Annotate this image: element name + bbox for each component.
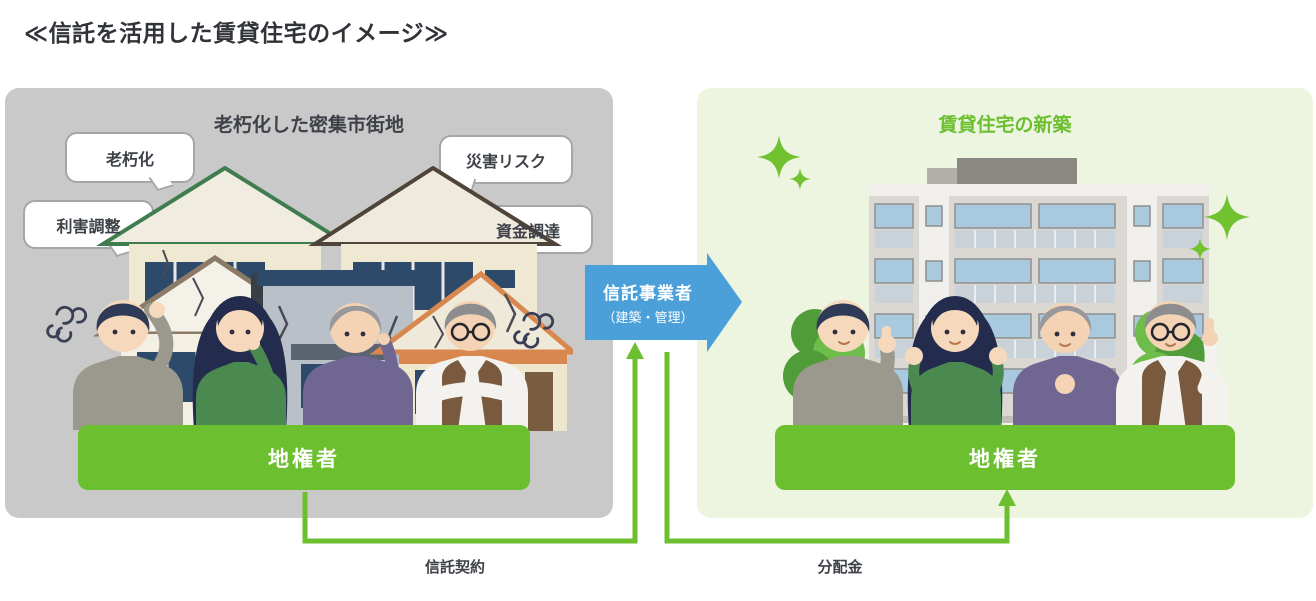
distribution-label: 分配金: [817, 559, 863, 576]
happy-landowners-illustration: [793, 296, 1227, 430]
old-district-panel: 老朽化した密集市街地: [5, 88, 613, 518]
sparkle-icon: [1189, 238, 1211, 260]
landowner-label: 地権者: [969, 447, 1041, 471]
worried-landowners-illustration: [73, 296, 528, 430]
sparkle-icon: [1204, 194, 1250, 240]
trust-operator-arrow: [585, 253, 742, 352]
issue-bubble-aging: 老朽化: [65, 132, 195, 192]
landowner-bar-left: 地権者: [78, 425, 530, 490]
landowner-label: 地権者: [268, 447, 340, 471]
sparkle-icon: [757, 135, 801, 179]
new-housing-heading: 賃貸住宅の新築: [938, 115, 1072, 136]
trust-contract-label: 信託契約: [424, 559, 485, 576]
trust-operator-name: 信託事業者: [603, 284, 693, 303]
old-district-heading: 老朽化した密集市街地: [213, 115, 404, 136]
sparkle-icon: [789, 168, 811, 190]
landowner-bar-right: 地権者: [775, 425, 1235, 490]
issue-bubble-disaster-risk: 災害リスク: [439, 135, 573, 196]
stress-scribble-icon: [46, 305, 88, 343]
issue-bubble-label: 老朽化: [105, 151, 154, 169]
issue-bubble-label: 利害調整: [56, 218, 121, 236]
new-housing-panel: 賃貸住宅の新築: [697, 88, 1313, 518]
page-title: ≪信託を活用した賃貸住宅のイメージ≫: [24, 20, 449, 46]
issue-bubble-label: 災害リスク: [465, 153, 546, 171]
issue-bubble-label: 資金調達: [495, 223, 560, 241]
stress-scribble-icon: [513, 311, 555, 349]
trust-operator-label: 信託事業者 （建築・管理）: [585, 252, 711, 353]
trust-operator-role: （建築・管理）: [602, 310, 694, 325]
